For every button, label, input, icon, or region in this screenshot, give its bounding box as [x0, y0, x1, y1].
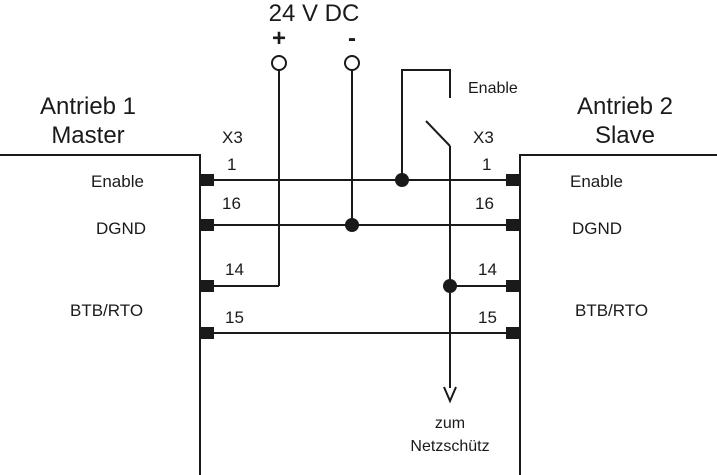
drive2-pin-1: 1 [482, 155, 491, 174]
power-plus-sign: + [272, 25, 286, 52]
junction-dgnd [345, 218, 359, 232]
drive1-title-line2: Master [51, 122, 124, 149]
drive2-pin-15: 15 [478, 308, 497, 327]
enable-switch [425, 120, 451, 147]
power-supply-title: 24 V DC [269, 0, 360, 27]
drive1-title-line1: Antrieb 1 [40, 93, 136, 120]
drive2-terminal-14 [506, 280, 520, 292]
drive2-terminal-15 [506, 327, 520, 339]
plus-terminal [271, 55, 287, 71]
drive2-terminal-1 [506, 174, 520, 186]
drive1-pin-14: 14 [225, 260, 244, 279]
drive2-signal-btb: BTB/RTO [575, 301, 648, 320]
drive2-signal-enable: Enable [570, 172, 623, 191]
drive1-pin-15: 15 [225, 308, 244, 327]
output-arrow [443, 386, 457, 404]
drive2-title-line2: Slave [595, 122, 655, 149]
output-label-line1: zum [435, 415, 465, 432]
drive1-pin-16: 16 [222, 194, 241, 213]
power-minus-sign: - [348, 25, 356, 52]
drive1-connector-label: X3 [222, 128, 243, 147]
junction-enable [395, 173, 409, 187]
drive2-pin-14: 14 [478, 260, 497, 279]
drive1-terminal-16 [200, 219, 214, 231]
drive2-terminal-16 [506, 219, 520, 231]
switch-loop-wire [401, 69, 451, 180]
drive2-box [519, 154, 717, 475]
drive1-terminal-14 [200, 280, 214, 292]
drive1-signal-enable: Enable [91, 172, 144, 191]
drive1-box [0, 154, 201, 475]
junction-btb [443, 279, 457, 293]
minus-terminal [344, 55, 360, 71]
drive1-terminal-15 [200, 327, 214, 339]
drive1-signal-btb: BTB/RTO [70, 301, 143, 320]
drive1-terminal-1 [200, 174, 214, 186]
drive2-pin-16: 16 [475, 194, 494, 213]
drive2-title-line1: Antrieb 2 [577, 93, 673, 120]
drive2-connector-label: X3 [473, 128, 494, 147]
switch-label: Enable [468, 80, 518, 97]
output-label-line2: Netzschütz [410, 438, 489, 455]
drive1-pin-1: 1 [227, 155, 236, 174]
drive1-signal-dgnd: DGND [96, 219, 146, 238]
drive2-signal-dgnd: DGND [572, 219, 622, 238]
